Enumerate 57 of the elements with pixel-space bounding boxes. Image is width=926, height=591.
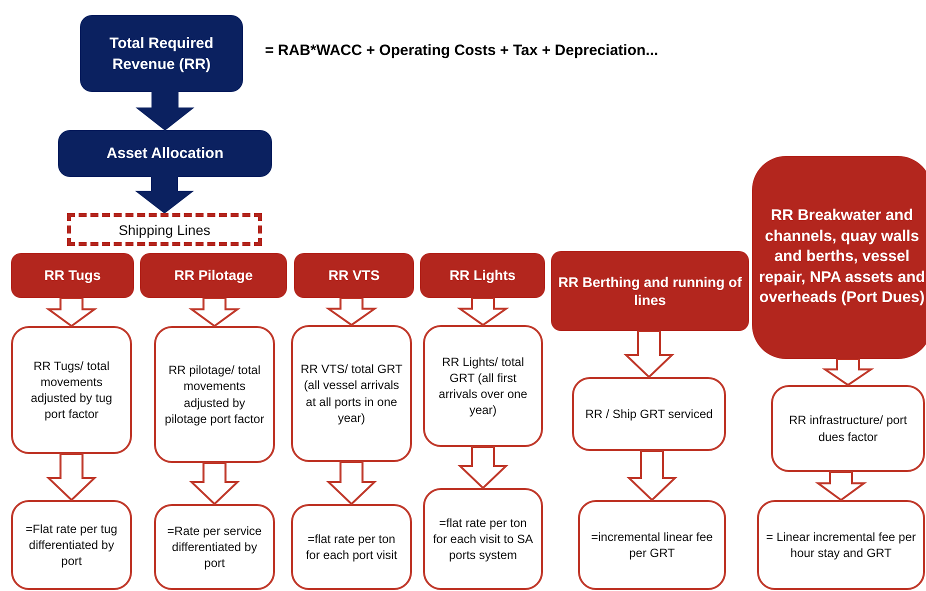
box-text: RR Lights: [449, 266, 516, 285]
category-box: [420, 253, 545, 298]
box-text: RR VTS/ total GRT (all vessel arrivals at all ports in one year): [300, 361, 404, 426]
category-box: [294, 253, 414, 298]
block-arrow: [456, 297, 510, 326]
step-box: [423, 488, 543, 590]
step-box: [154, 326, 275, 463]
step-box: [11, 500, 132, 590]
block-arrow: [135, 176, 194, 214]
box-text: =flat rate per ton for each port visit: [304, 530, 398, 564]
step-box: [11, 326, 132, 454]
step-box: [572, 377, 726, 451]
step-box: [291, 504, 412, 590]
block-arrow: [626, 450, 678, 502]
step-box: [771, 385, 925, 472]
box-text: =Rate per service differentiated by port: [166, 522, 263, 572]
box-text: RR Breakwater and channels, quay walls and berths, vessel repair, NPA assets and overheads (Port Dues): [758, 206, 926, 308]
box-text: Total Required Revenue (RR): [108, 34, 214, 74]
box-text: RR Tugs/ total movements adjusted by tug port factor: [30, 358, 114, 422]
box-text: Shipping Lines: [118, 222, 210, 238]
block-arrow: [46, 453, 97, 502]
block-arrow: [45, 297, 98, 328]
box-text: RR pilotage/ total movements adjusted by pilotage port factor: [164, 362, 266, 427]
box-text: RR Berthing and running of lines: [557, 272, 743, 310]
block-arrow: [458, 446, 508, 490]
block-arrow: [136, 92, 194, 131]
box-text: =flat rate per ton for each visit to SA ports system: [432, 514, 534, 564]
block-arrow: [189, 462, 240, 506]
group-box: [67, 213, 262, 246]
block-arrow: [822, 358, 874, 386]
category-box: [752, 156, 926, 359]
box-text: RR infrastructure/ port dues factor: [788, 412, 908, 445]
box-text: RR / Ship GRT serviced: [585, 406, 713, 422]
block-arrow: [624, 330, 674, 378]
category-box: [140, 253, 287, 298]
block-arrow: [325, 297, 378, 326]
process-box: [58, 130, 272, 177]
box-text: RR Tugs: [44, 266, 101, 285]
box-text: Asset Allocation: [106, 144, 224, 164]
step-box: [423, 325, 543, 447]
block-arrow: [814, 471, 868, 502]
step-box: [757, 500, 925, 590]
category-box: [11, 253, 134, 298]
block-arrow: [326, 461, 377, 506]
category-box: [551, 251, 749, 331]
box-text: =Flat rate per tug differentiated by port: [24, 520, 118, 570]
step-box: [578, 500, 726, 590]
step-box: [154, 504, 275, 590]
box-text: =incremental linear fee per GRT: [590, 528, 714, 562]
formula-text: = RAB*WACC + Operating Costs + Tax + Depreciation...: [265, 42, 658, 59]
block-arrow: [188, 297, 241, 328]
box-text: RR Pilotage: [174, 266, 253, 285]
box-text: = Linear incremental fee per hour stay and GRT: [765, 528, 917, 562]
box-text: RR VTS: [328, 266, 380, 285]
box-text: RR Lights/ total GRT (all first arrivals over one year): [438, 354, 528, 418]
step-box: [291, 325, 412, 462]
process-box: [80, 15, 243, 92]
